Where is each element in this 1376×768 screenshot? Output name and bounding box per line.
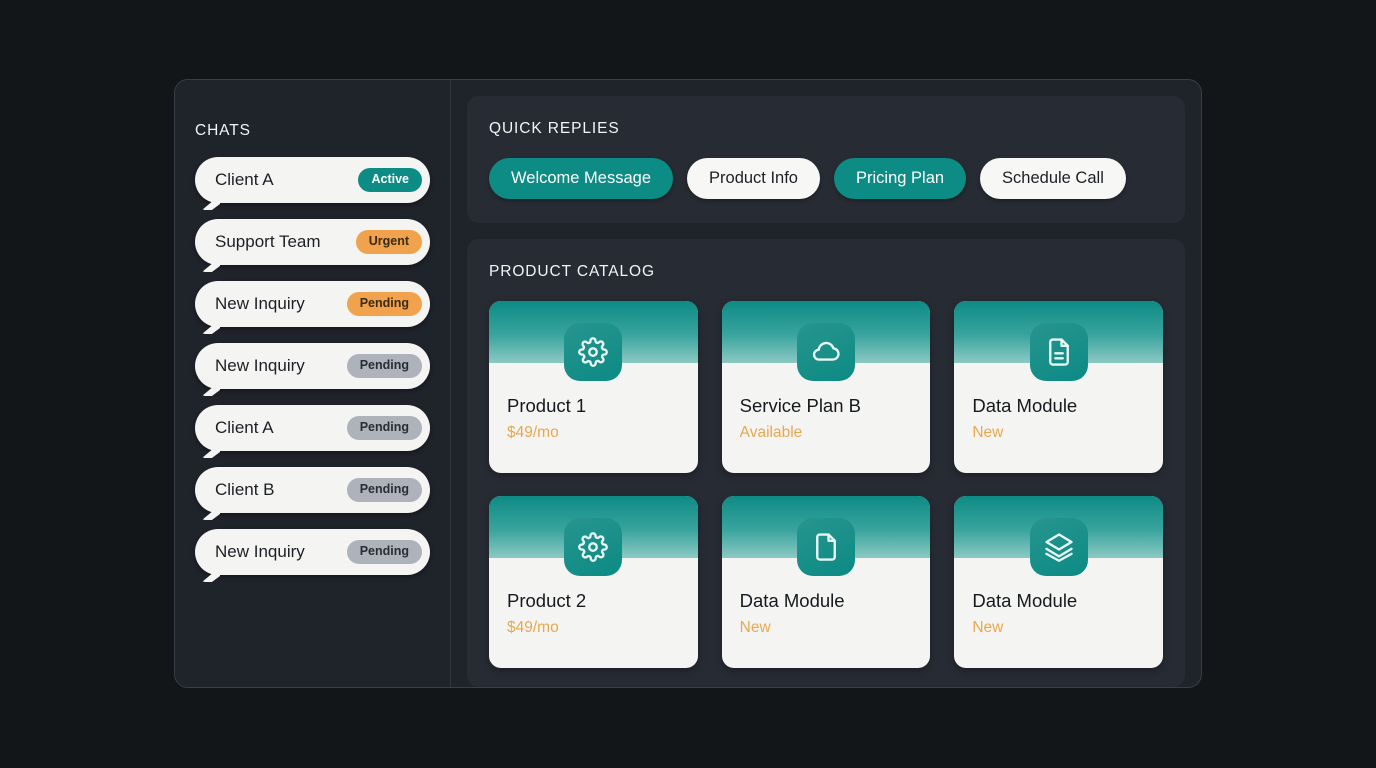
gear-icon [564, 518, 623, 576]
product-meta: New [972, 619, 1004, 636]
product-card[interactable]: Service Plan B Available [721, 301, 931, 473]
quick-reply-button[interactable]: Product Info [687, 158, 820, 199]
chat-name: New Inquiry [215, 542, 305, 561]
chats-heading: CHATS [195, 122, 251, 139]
quick-reply-button[interactable]: Schedule Call [980, 158, 1126, 199]
product-name: Data Module [739, 590, 845, 611]
product-name: Data Module [972, 395, 1078, 416]
status-badge: Active [358, 168, 422, 192]
quick-replies-panel: QUICK REPLIES Welcome Message Product Inf… [467, 96, 1185, 223]
chat-list-item[interactable]: New Inquiry Pending [195, 281, 430, 327]
chat-list-item[interactable]: Support Team Urgent [195, 219, 430, 265]
product-name: Data Module [972, 590, 1078, 611]
chat-name: New Inquiry [215, 294, 305, 313]
main-content: QUICK REPLIES Welcome Message Product Inf… [451, 80, 1201, 687]
chat-list-item[interactable]: New Inquiry Pending [195, 529, 430, 575]
status-badge: Pending [346, 354, 422, 378]
chat-name: Support Team [215, 232, 321, 251]
product-meta: $49/mo [507, 619, 559, 636]
chat-name: Client A [215, 170, 274, 189]
product-catalog-heading: PRODUCT CATALOG [489, 263, 655, 280]
chat-list-item[interactable]: New Inquiry Pending [195, 343, 430, 389]
product-name: Service Plan B [739, 395, 861, 416]
product-card-body: Product 2 $49/mo [489, 558, 698, 637]
product-name: Product 1 [507, 395, 587, 416]
status-badge: Pending [346, 478, 422, 502]
cloud-icon [796, 323, 855, 381]
product-name: Product 2 [507, 590, 587, 611]
quick-replies-heading: QUICK REPLIES [489, 120, 620, 137]
quick-replies-list: Welcome Message Product Info Pricing Plan S… [489, 158, 1163, 199]
chat-list-item[interactable]: Client A Pending [195, 405, 430, 451]
product-meta: Available [739, 424, 803, 441]
chat-list-item[interactable]: Client A Active [195, 157, 430, 203]
product-card-body: Product 1 $49/mo [489, 363, 698, 442]
product-meta: $49/mo [507, 424, 559, 441]
product-card-body: Service Plan B Available [722, 363, 931, 442]
product-meta: New [739, 619, 771, 636]
chat-name: Client A [215, 418, 274, 437]
status-badge: Urgent [355, 230, 422, 254]
gear-icon [564, 323, 623, 381]
product-card[interactable]: Product 2 $49/mo [489, 496, 698, 668]
quick-reply-button[interactable]: Pricing Plan [834, 158, 967, 199]
product-meta: New [972, 424, 1004, 441]
product-card[interactable]: Product 1 $49/mo [489, 301, 698, 473]
chat-name: New Inquiry [215, 356, 305, 375]
status-badge: Pending [346, 416, 422, 440]
document-lines-icon [1029, 323, 1088, 381]
chat-name: Client B [215, 480, 275, 499]
status-badge: Pending [346, 292, 422, 316]
status-badge: Pending [346, 540, 422, 564]
product-catalog-panel: PRODUCT CATALOG Product 1 $49/mo Service P… [467, 239, 1185, 687]
quick-reply-button[interactable]: Welcome Message [489, 158, 674, 199]
chat-list-item[interactable]: Client B Pending [195, 467, 430, 513]
document-icon [796, 518, 855, 576]
layers-icon [1029, 518, 1088, 576]
